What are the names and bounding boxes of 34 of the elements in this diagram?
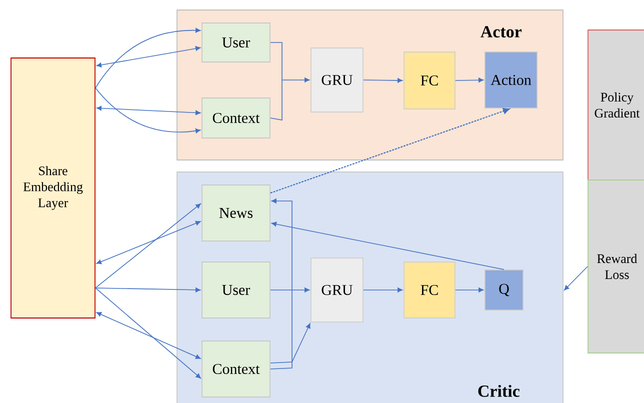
input-box: User bbox=[202, 22, 270, 62]
embedding-layer-box: Share Embedding Layer bbox=[10, 58, 96, 318]
arrow bbox=[96, 106, 201, 116]
gru-box: GRU bbox=[310, 48, 364, 112]
arrow bbox=[271, 222, 504, 270]
arrow bbox=[96, 220, 201, 264]
output-box: Q bbox=[484, 270, 524, 310]
arrow bbox=[270, 108, 510, 194]
loss-box: Reward Loss bbox=[588, 180, 644, 354]
arrow bbox=[95, 88, 201, 134]
arrow bbox=[96, 46, 201, 68]
input-box: News bbox=[202, 184, 270, 242]
fc-box: FC bbox=[404, 262, 456, 318]
arrow bbox=[363, 288, 403, 292]
arrow bbox=[95, 203, 201, 288]
arrow bbox=[270, 198, 292, 370]
arrow bbox=[455, 78, 484, 82]
input-box: Context bbox=[202, 340, 270, 398]
input-box: Context bbox=[202, 98, 270, 138]
arrow bbox=[96, 312, 201, 359]
loss-box: Policy Gradient bbox=[588, 30, 644, 180]
arrow bbox=[455, 288, 484, 292]
output-box: Action bbox=[484, 52, 538, 108]
arrow bbox=[95, 28, 201, 88]
arrow bbox=[564, 266, 588, 290]
arrow bbox=[270, 323, 310, 364]
arrow bbox=[270, 288, 310, 292]
fc-box: FC bbox=[404, 52, 456, 110]
arrow bbox=[95, 288, 201, 292]
arrow bbox=[363, 78, 403, 83]
arrow bbox=[95, 288, 201, 378]
input-box: User bbox=[202, 262, 270, 318]
gru-box: GRU bbox=[310, 258, 364, 322]
arrow bbox=[270, 42, 310, 120]
